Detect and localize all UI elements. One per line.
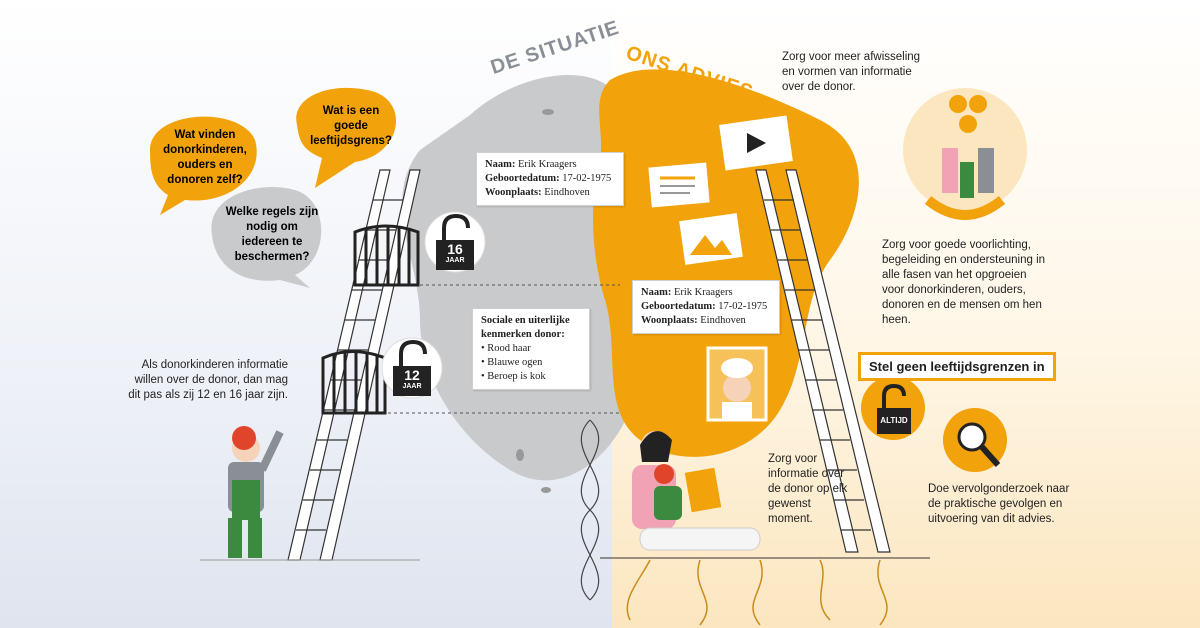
donor-traits-card: Sociale en uiterlijke kenmerken donor: •… [472,308,590,390]
advice-afwisseling: Zorg voor meer afwisseling en vormen van… [782,51,921,93]
bubble-orange-2 [296,87,397,188]
lock-12-number: 12 [404,367,420,383]
dna-strand [580,419,600,601]
bubble-grey-1 [211,187,322,288]
lock-12-label: 12 JAAR [393,368,431,391]
bubble-orange-1 [150,116,257,215]
mother-child-figure [632,431,761,551]
gate-16 [353,224,420,287]
trait-item: • Rood haar [481,343,531,354]
leaves [516,109,840,493]
card1-woon-label: Woonplaats: [485,187,542,198]
card2-naam-label: Naam: [641,287,672,298]
lock-16-label: 16 JAAR [436,242,474,265]
lock-16-number: 16 [447,241,463,257]
left-explanation: Als donorkinderen informatie willen over… [128,359,288,401]
card1-woon: Eindhoven [544,187,590,198]
family-icon [903,88,1027,220]
lock-altijd-label: ALTIJD [880,416,908,425]
chef-photo-icon [706,346,768,422]
donor-card-2: Naam: Erik Kraagers Geboortedatum: 17-02… [632,280,780,334]
card1-naam: Erik Kraagers [517,159,577,170]
gate-12 [321,350,387,415]
advice-voorlichting: Zorg voor goede voorlichting, begeleidin… [882,239,1046,326]
child-figure [228,426,284,558]
donor-card-1: Naam: Erik Kraagers Geboortedatum: 17-02… [476,152,624,206]
trait-item: • Blauwe ogen [481,357,543,368]
bubble-orange-2-text: Wat is een goede leeftijdsgrens? [310,105,392,147]
bubble-grey-text: Welke regels zijn nodig om iedereen te b… [225,206,319,263]
advice-onderzoek: Doe vervolgonderzoek naar de praktische … [928,483,1070,525]
card2-geb-label: Geboortedatum: [641,301,716,312]
lock-16-unit: JAAR [445,257,465,264]
document-card-icon [648,162,710,208]
card1-geb-label: Geboortedatum: [485,173,560,184]
card2-naam: Erik Kraagers [673,287,733,298]
trait-item: • Beroep is kok [481,371,546,382]
card2-woon-label: Woonplaats: [641,315,698,326]
lock-12-unit: JAAR [402,383,422,390]
advice-informatie: Zorg voor informatie over de donor op el… [768,453,848,525]
card1-geb: 17-02-1975 [562,173,612,184]
advice-leeftijd-box: Stel geen leeftijdsgrenzen in [858,352,1056,381]
card1-naam-label: Naam: [485,159,516,170]
ladder-right [755,169,891,553]
image-card-icon [679,213,743,265]
bubble-orange-1-text: Wat vinden donorkinderen, ouders en dono… [163,129,247,186]
roots [626,559,888,626]
orange-blob [593,69,859,457]
card2-geb: 17-02-1975 [718,301,768,312]
card2-woon: Eindhoven [700,315,746,326]
traits-heading: Sociale en uiterlijke kenmerken donor: [481,315,570,340]
video-card-icon [719,115,793,171]
